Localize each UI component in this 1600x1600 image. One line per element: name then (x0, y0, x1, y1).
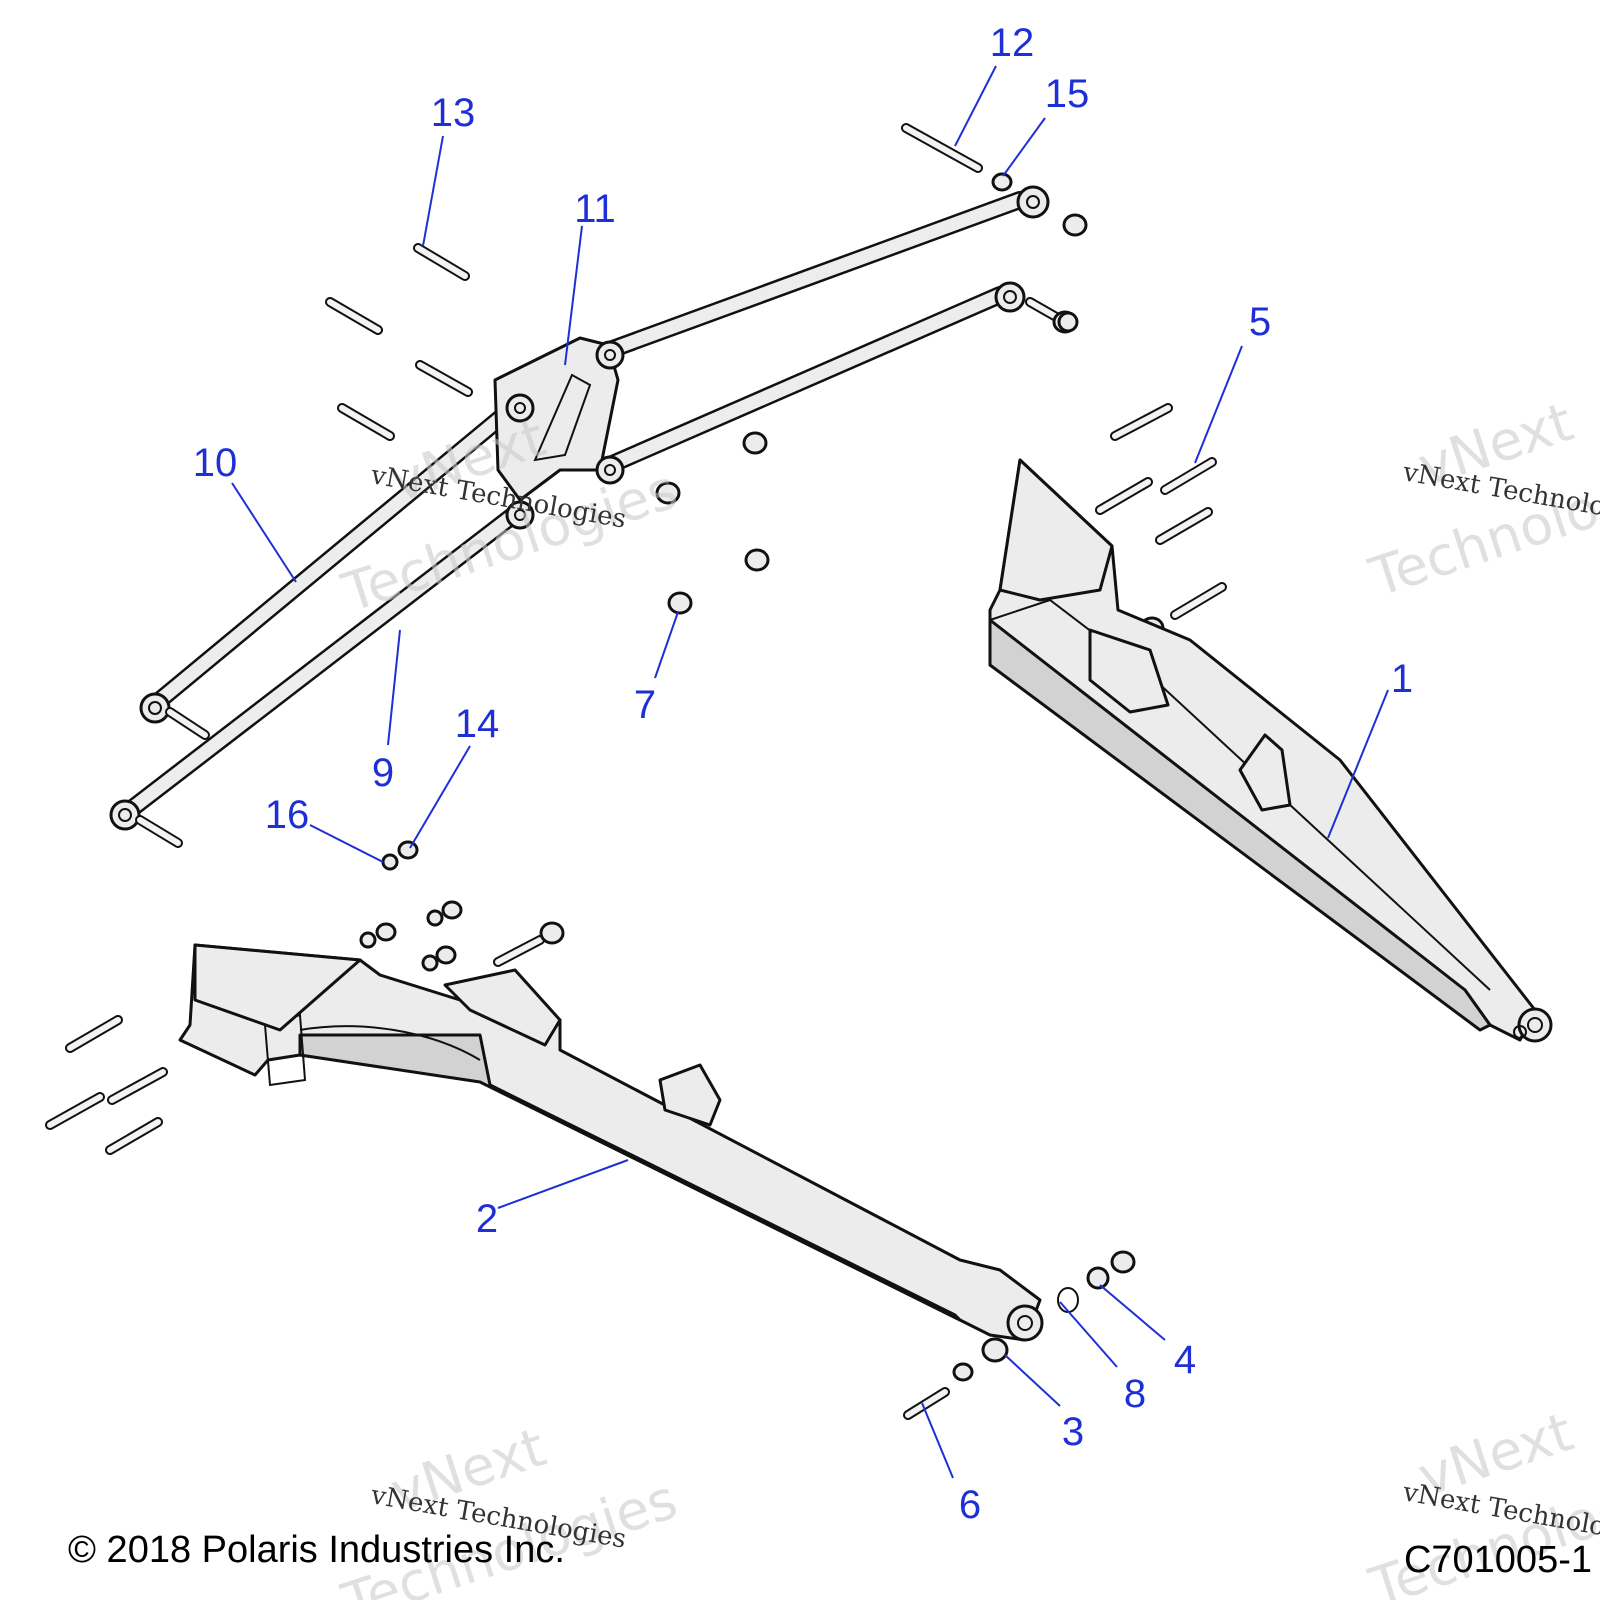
callout-13: 13 (431, 91, 476, 135)
rod-link-right-upper (601, 191, 1029, 359)
callout-2: 2 (476, 1197, 498, 1241)
leader-lines (231, 65, 1389, 1479)
copyright-text: © 2018 Polaris Industries Inc. (68, 1529, 565, 1571)
callout-5: 5 (1249, 300, 1271, 344)
trailing-arm-right (988, 458, 1553, 1043)
trailing-arm-left (178, 943, 1044, 1342)
callout-7: 7 (634, 683, 656, 727)
callout-4: 4 (1174, 1338, 1196, 1382)
diagram-id: C701005-1 (1404, 1539, 1592, 1581)
rod-link-upper (151, 401, 519, 709)
bolt-set (45, 123, 1227, 1420)
rod-link-lower (121, 501, 529, 819)
callout-11: 11 (574, 187, 616, 231)
callout-16: 16 (265, 793, 310, 837)
callout-9: 9 (372, 751, 394, 795)
callout-15: 15 (1045, 72, 1090, 116)
callout-3: 3 (1062, 1410, 1084, 1454)
callout-6: 6 (959, 1483, 981, 1527)
rod-link-right-lower (601, 286, 1009, 474)
callout-1: 1 (1391, 657, 1413, 701)
callout-10: 10 (193, 441, 238, 485)
callout-8: 8 (1124, 1372, 1146, 1416)
callout-12: 12 (990, 21, 1035, 65)
callout-14: 14 (455, 702, 500, 746)
callout-labels: 1 2 3 4 5 6 7 8 9 10 11 12 13 14 15 16 (193, 21, 1413, 1527)
